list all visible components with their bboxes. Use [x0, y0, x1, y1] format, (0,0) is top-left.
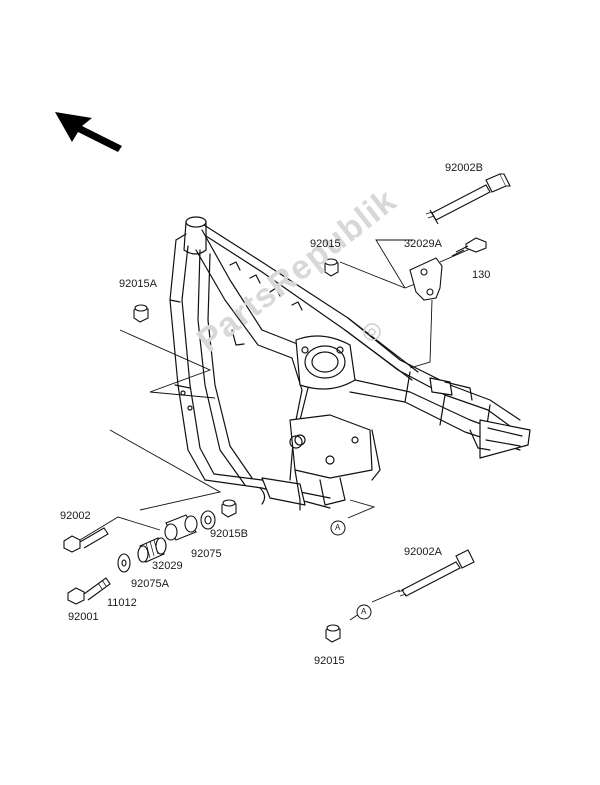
reference-marker: A: [335, 523, 341, 532]
bolt-icon: [425, 173, 511, 225]
callout-92075a: 92075A: [131, 578, 169, 590]
callout-92015b: 92015B: [210, 528, 248, 540]
callout-92015a: 92015A: [119, 278, 157, 290]
collar-icon: [164, 514, 198, 541]
nut-icon: [325, 624, 341, 643]
callout-32029: 32029: [152, 560, 183, 572]
callout-92015-bottom: 92015: [314, 655, 345, 667]
bolt-icon: [397, 549, 475, 597]
direction-arrow-icon: [55, 112, 122, 152]
frame-illustration: [169, 216, 531, 511]
nut-icon: [324, 258, 339, 277]
bolt-icon: [63, 527, 109, 553]
callout-92002b: 92002B: [445, 162, 483, 174]
nut-icon: [133, 304, 149, 323]
bolt-icon: [67, 577, 111, 605]
callout-11012: 11012: [107, 597, 137, 609]
collar-icon: [137, 537, 167, 563]
reference-circle-icon: [330, 520, 372, 620]
bolt-icon: [451, 237, 487, 257]
collar-icon: [117, 553, 131, 573]
callout-32029a: 32029A: [404, 238, 442, 250]
callout-92075: 92075: [191, 548, 222, 560]
callout-92001: 92001: [68, 611, 99, 623]
leader-lines: [79, 239, 471, 621]
reference-marker: A: [361, 607, 367, 616]
callout-92002: 92002: [60, 510, 91, 522]
bracket-icon: [409, 257, 443, 301]
callout-92002a: 92002A: [404, 546, 442, 558]
gear-icon: [363, 323, 381, 341]
callout-92015-top: 92015: [310, 238, 341, 250]
collar-icon: [200, 510, 216, 530]
callout-130: 130: [472, 269, 491, 281]
nut-icon: [221, 499, 237, 518]
